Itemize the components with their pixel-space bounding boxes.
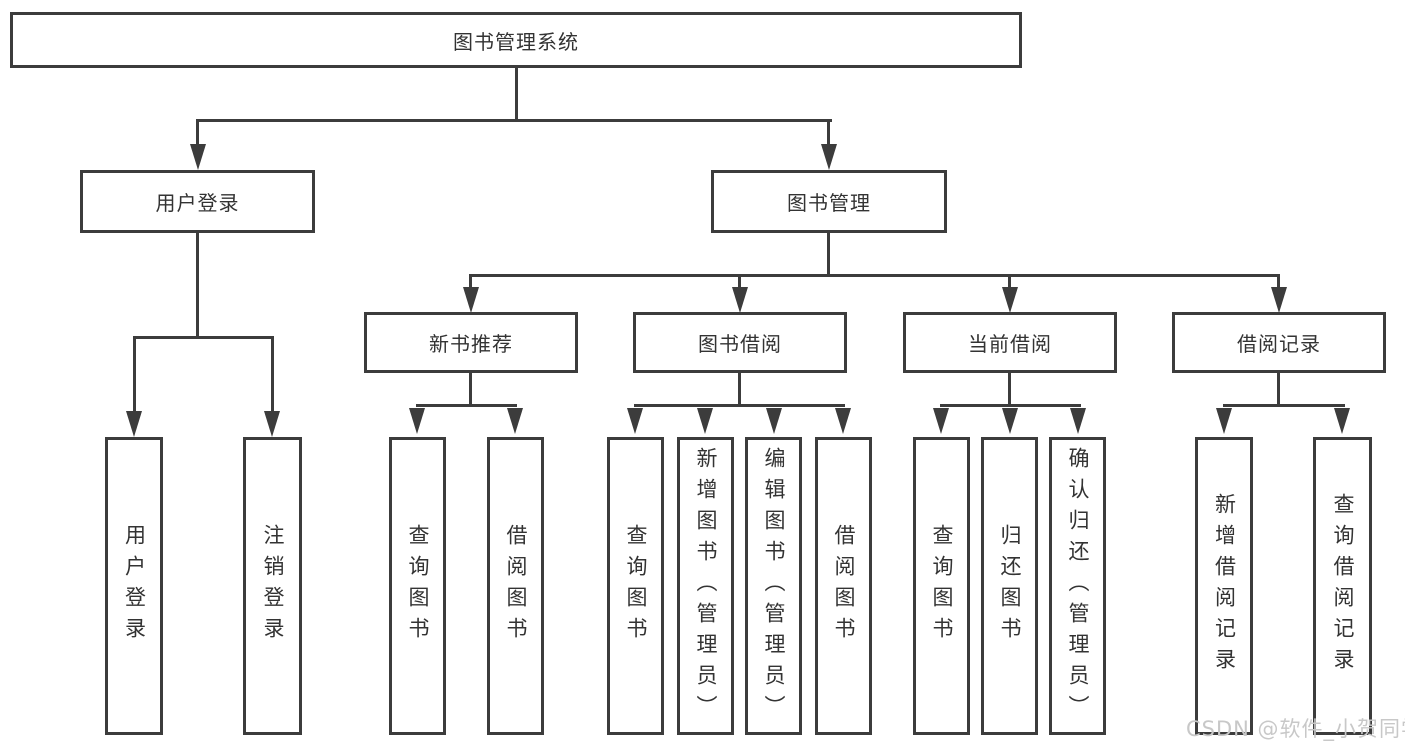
edge-book-mgmt-rail [469, 274, 1280, 277]
leaf-query-borrow-record: 查询借阅记录 [1313, 437, 1372, 735]
leaf-add-books-admin: 新增图书（管理员） [677, 437, 734, 735]
leaf-add-borrow-record: 新增借阅记录 [1195, 437, 1253, 735]
node-label: 编辑图书（管理员） [762, 446, 786, 726]
node-label: 新书推荐 [429, 332, 513, 356]
node-book-borrowing: 图书借阅 [633, 312, 847, 373]
node-label: 注销登录 [261, 524, 285, 648]
arrow-down-icon [507, 408, 523, 434]
node-user-login: 用户登录 [80, 170, 315, 233]
node-label: 用户登录 [122, 524, 147, 648]
node-new-book-recommend: 新书推荐 [364, 312, 578, 373]
node-label: 图书管理系统 [453, 29, 579, 54]
edge-rail [1223, 404, 1345, 407]
arrow-down-icon [409, 408, 425, 434]
arrow-down-icon [821, 144, 837, 170]
node-label: 新增借阅记录 [1212, 493, 1237, 679]
node-label: 用户登录 [155, 191, 240, 215]
edge-user-login-rail [133, 336, 274, 339]
arrow-down-icon [835, 408, 851, 434]
edge-stem [1277, 373, 1280, 407]
arrow-down-icon [1334, 408, 1350, 434]
leaf-borrow-books-2: 借阅图书 [815, 437, 872, 735]
edge-drop-leaf [271, 336, 274, 414]
leaf-borrow-books-1: 借阅图书 [487, 437, 544, 735]
node-label: 查询图书 [930, 524, 954, 648]
leaf-logout: 注销登录 [243, 437, 302, 735]
leaf-edit-books-admin: 编辑图书（管理员） [745, 437, 802, 735]
node-book-management: 图书管理 [711, 170, 947, 233]
edge-stem [469, 373, 472, 407]
node-label: 查询图书 [406, 524, 430, 648]
edge-drop-book-mgmt [827, 119, 830, 147]
edge-drop-new-books [469, 274, 472, 290]
leaf-return-books: 归还图书 [981, 437, 1038, 735]
arrow-down-icon [1216, 408, 1232, 434]
edge-book-mgmt-stem [827, 233, 830, 277]
edge-rail [940, 404, 1081, 407]
node-label: 归还图书 [998, 524, 1022, 648]
csdn-watermark: CSDN @软件_小贺同学 [1186, 717, 1405, 741]
edge-drop-user-login [196, 119, 199, 147]
node-label: 图书管理 [787, 191, 871, 215]
arrow-down-icon [766, 408, 782, 434]
edge-rail [416, 404, 517, 407]
edge-stem [738, 373, 741, 407]
leaf-query-books-2: 查询图书 [607, 437, 664, 735]
node-label: 新增图书（管理员） [694, 446, 718, 726]
arrow-down-icon [627, 408, 643, 434]
leaf-query-books-1: 查询图书 [389, 437, 446, 735]
leaf-confirm-return-admin: 确认归还（管理员） [1049, 437, 1106, 735]
node-borrowing-records: 借阅记录 [1172, 312, 1386, 373]
node-label: 确认归还（管理员） [1066, 446, 1090, 726]
arrow-down-icon [1271, 287, 1287, 313]
edge-rail [634, 404, 845, 407]
arrow-down-icon [732, 287, 748, 313]
node-label: 借阅图书 [504, 524, 528, 648]
arrow-down-icon [264, 411, 280, 437]
edge-stem [1008, 373, 1011, 407]
edge-drop-current-borrow [1008, 274, 1011, 290]
node-library-management-system: 图书管理系统 [10, 12, 1022, 68]
leaf-user-login: 用户登录 [105, 437, 163, 735]
arrow-down-icon [1002, 408, 1018, 434]
arrow-down-icon [126, 411, 142, 437]
arrow-down-icon [463, 287, 479, 313]
edge-user-login-stem [196, 233, 199, 339]
edge-root-stem [515, 68, 518, 122]
node-label: 借阅记录 [1237, 332, 1321, 356]
edge-drop-borrow-records [1277, 274, 1280, 290]
edge-root-rail [196, 119, 832, 122]
leaf-query-books-3: 查询图书 [913, 437, 970, 735]
arrow-down-icon [933, 408, 949, 434]
arrow-down-icon [190, 144, 206, 170]
edge-drop-leaf [133, 336, 136, 414]
node-label: 图书借阅 [698, 332, 782, 356]
node-current-borrowing: 当前借阅 [903, 312, 1117, 373]
node-label: 当前借阅 [968, 332, 1052, 356]
edge-drop-book-borrow [738, 274, 741, 290]
arrow-down-icon [1070, 408, 1086, 434]
arrow-down-icon [697, 408, 713, 434]
node-label: 借阅图书 [832, 524, 856, 648]
node-label: 查询借阅记录 [1331, 493, 1355, 679]
node-label: 查询图书 [624, 524, 648, 648]
arrow-down-icon [1002, 287, 1018, 313]
